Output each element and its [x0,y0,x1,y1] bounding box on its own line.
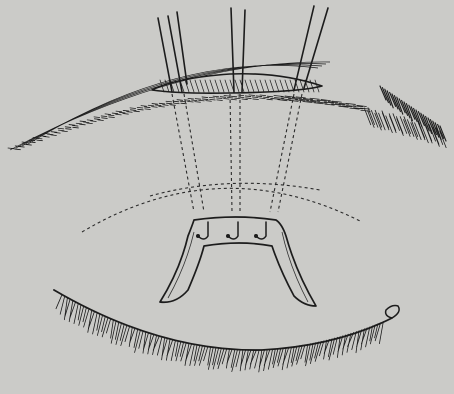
surgical-diagram-figure [0,0,454,394]
paper-background [0,0,454,394]
diagram-canvas [0,0,454,394]
